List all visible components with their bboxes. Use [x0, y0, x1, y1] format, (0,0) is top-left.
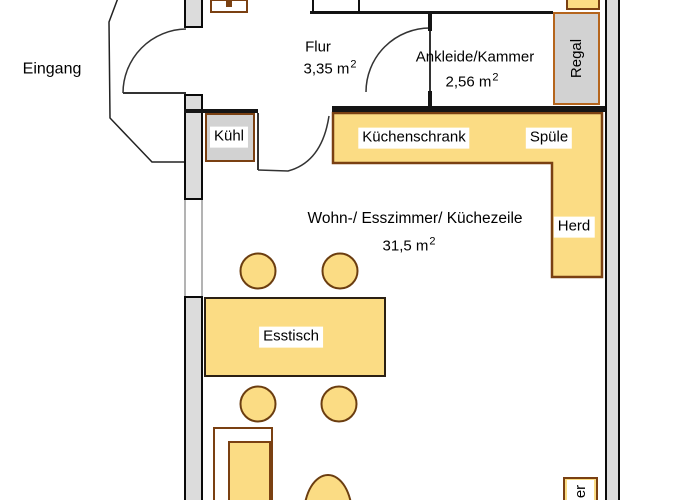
washbasin-detail-stem	[226, 0, 232, 7]
chair-icon	[321, 252, 359, 290]
wall-unit-label: er	[572, 484, 589, 498]
area-sup: 2	[492, 71, 499, 84]
kitchen-counter	[331, 111, 604, 279]
room-area-ankleide: 2,56 m2	[446, 70, 499, 92]
ankleide-wall-stub-bottom	[428, 91, 432, 108]
area-value: 2,56 m	[445, 73, 492, 91]
dining-table-label: Esstisch	[259, 326, 323, 348]
shelf-label: Regal	[567, 38, 585, 79]
area-sup: 2	[429, 235, 436, 248]
wall-unit-label-wrap: er	[567, 480, 594, 500]
room-label-wohnzimmer: Wohn-/ Esszimmer/ Küchezeile	[307, 209, 523, 227]
kitchen-top-wall-left	[184, 109, 258, 113]
left-wall-opening-edge-right	[201, 200, 203, 296]
ankleide-door-arc	[365, 27, 431, 93]
sink-label: Spüle	[525, 127, 573, 149]
kitchen-cabinet-label: Küchenschrank	[358, 127, 470, 149]
room-label-ankleide: Ankleide/Kammer	[415, 48, 535, 66]
shelf-label-wrap: Regal	[553, 12, 600, 105]
room-area-wohnzimmer: 31,5 m2	[383, 234, 436, 256]
sideboard-box	[213, 427, 273, 500]
room-label-flur: Flur	[305, 38, 331, 56]
chair-icon	[320, 385, 358, 423]
fridge-label: Kühl	[209, 126, 249, 148]
shelf-box	[553, 12, 600, 105]
stove-label: Herd	[553, 216, 595, 238]
room-area-flur: 3,35 m2	[304, 57, 357, 79]
cut-cabinet-top-right	[566, 0, 600, 10]
area-sup: 2	[350, 58, 357, 71]
kitchen-top-wall-right	[332, 106, 605, 112]
entrance-door-arc	[122, 28, 187, 94]
left-wall-bottom-segment	[184, 296, 203, 500]
entrance-niche-outline	[108, 0, 184, 163]
top-door-block	[312, 0, 360, 13]
sideboard-inner	[228, 441, 271, 500]
left-wall-mid-segment	[184, 94, 203, 200]
chair-icon	[239, 385, 277, 423]
entrance-label: Eingang	[22, 60, 82, 78]
area-value: 31,5 m	[382, 237, 429, 255]
chair-icon	[239, 252, 277, 290]
area-value: 3,35 m	[303, 60, 350, 78]
right-wall	[605, 0, 620, 500]
left-wall-top-segment	[184, 0, 203, 28]
ankleide-wall-stub-top	[428, 12, 432, 31]
kitchen-door-arc	[257, 115, 330, 172]
washbasin-icon	[210, 0, 248, 13]
left-wall-opening-edge-left	[184, 200, 186, 296]
